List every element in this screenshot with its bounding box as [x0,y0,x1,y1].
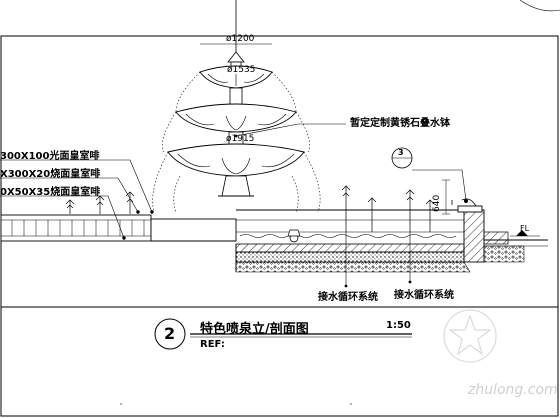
pool-section [235,198,548,273]
left-callout-2: X300X20烧面皇室啡 [0,169,101,180]
ref-label: REF: [200,339,225,350]
section-number: 2 [164,324,176,343]
bottom-callout-1: 接水循环系统 [318,292,378,303]
zhulong-logo-icon [443,309,497,363]
bottom-callout-2: 接水循环系统 [394,290,454,301]
watermark-text: zhulong.com [468,382,558,398]
fl-label: FL [520,224,530,233]
drawing-title: 特色喷泉立/剖面图 [200,322,309,337]
fountain-callout-leader [235,123,346,137]
title-block [154,318,412,350]
fountain-tiers [152,43,321,213]
low-diameter-label: ø1915 [226,134,255,144]
section-bubble [154,318,186,350]
mid-diameter-label: ø1535 [227,65,256,75]
wall-height-label: 640 [432,194,442,212]
detail-number: 3 [398,148,404,157]
detail-bubble-3 [391,147,468,203]
top-diameter-label: ø1200 [226,34,255,44]
fountain-callout: 暂定定制黄锈石叠水钵 [350,118,450,129]
left-wall-elevation [0,214,237,242]
drawing-scale: 1:50 [386,320,411,331]
dimension-640 [442,179,450,215]
left-callout-1: 300X100光面皇室啡 [0,151,100,162]
left-callout-3: 0X50X35烧面皇室啡 [0,187,101,198]
